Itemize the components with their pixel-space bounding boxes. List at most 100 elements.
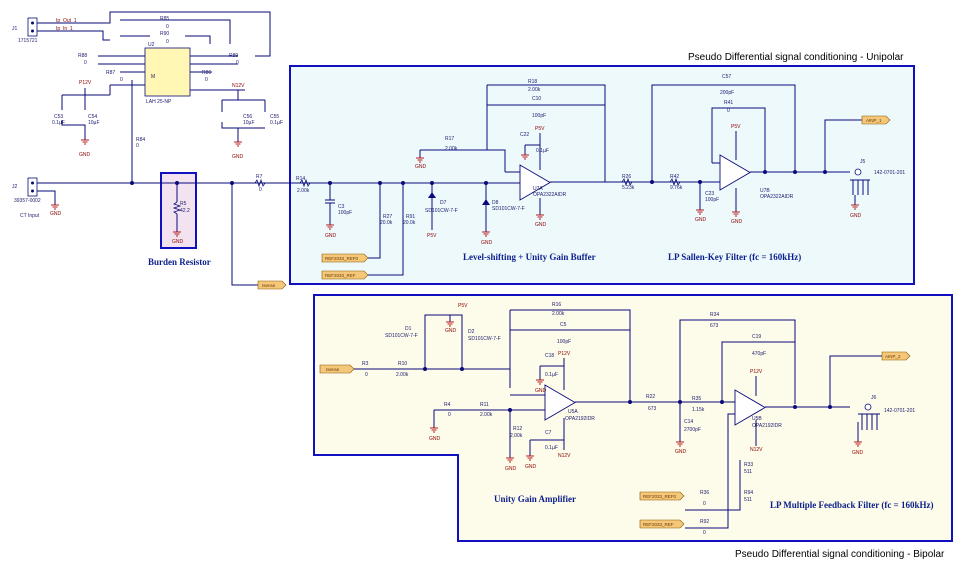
r85-value: 0 <box>166 24 169 30</box>
svg-text:M: M <box>151 74 155 80</box>
r17-label: R17 <box>445 136 454 142</box>
r35-value: 1.15k <box>692 407 705 413</box>
r34-value: 673 <box>710 323 719 329</box>
bipolar-section-box <box>313 294 953 542</box>
c7-label: C7 <box>545 430 552 436</box>
c57-label: C57 <box>722 74 731 80</box>
r85-label: R85 <box>160 16 169 22</box>
mfb-caption: LP Multiple Feedback Filter (fc = 160kHz… <box>770 500 933 510</box>
n12v-u5a: N12V <box>558 453 571 459</box>
d2-value: SD101CW-7-F <box>468 336 501 342</box>
r89-value: 0 <box>236 60 239 66</box>
svg-text:J2: J2 <box>12 184 18 190</box>
levelshift-caption: Level-shifting + Unity Gain Buffer <box>463 252 596 262</box>
c57-value: 200pF <box>720 90 734 96</box>
c14-label: C14 <box>684 419 693 425</box>
r33-value: 511 <box>744 469 752 475</box>
gnd-left-1: GND <box>79 152 91 158</box>
gnd-d8: GND <box>481 240 493 246</box>
unipolar-title: Pseudo Differential signal conditioning … <box>688 52 904 63</box>
j5-sma-connector: J5 142-0701-201 <box>850 159 905 210</box>
r84-value: 0 <box>136 143 139 149</box>
r4-value: 0 <box>448 412 451 418</box>
svg-text:LAH 25-NP: LAH 25-NP <box>146 99 172 105</box>
j2-connector: J2 39357-0002 CT Input <box>12 177 41 219</box>
j6-sma-connector: J6 142-0701-201 <box>853 395 915 447</box>
gnd-j6: GND <box>852 450 864 456</box>
r11-value: 2.00k <box>480 412 493 418</box>
r92-value: 0 <box>703 530 706 536</box>
c19-value: 470pF <box>752 351 766 357</box>
gnd-c18: GND <box>535 388 547 394</box>
u7b-opamp: U7B OPA2322AIDR <box>719 154 794 200</box>
r3-value: 0 <box>365 372 368 378</box>
r94-value: 511 <box>744 497 752 503</box>
svg-text:142-0701-201: 142-0701-201 <box>884 408 915 414</box>
r35-label: R35 <box>692 396 701 402</box>
unity-caption: Unity Gain Amplifier <box>494 494 576 504</box>
r5-value: 42.2 <box>180 208 190 214</box>
svg-text:39357-0002: 39357-0002 <box>14 198 41 204</box>
c22-label: C22 <box>520 132 529 138</box>
p12v-net-left: P12V <box>79 80 92 86</box>
svg-text:OPA2322AIDR: OPA2322AIDR <box>533 192 567 198</box>
c53-label: C53 <box>54 114 63 120</box>
c3-value: 100pF <box>338 210 352 216</box>
ainp2-flag: AINP_2 <box>885 354 901 359</box>
r22-value: 673 <box>648 406 657 412</box>
c56-value: 10µF <box>243 120 255 126</box>
svg-text:J1: J1 <box>12 26 18 32</box>
gnd-r4: GND <box>429 436 441 442</box>
r86-value: 0 <box>205 77 208 83</box>
gnd-r17: GND <box>415 164 427 170</box>
isense-flag-2: Isense <box>326 367 340 372</box>
j1-connector: J1 1715721 <box>12 17 38 44</box>
r17-value: 2.00k <box>445 146 458 152</box>
u5a-opamp: U5A OPA2192IDR <box>544 384 595 422</box>
gnd-j5: GND <box>850 213 862 219</box>
svg-text:142-0701-201: 142-0701-201 <box>874 170 905 176</box>
r87-label: R87 <box>106 70 115 76</box>
r42-label: R42 <box>670 174 679 180</box>
c55-value: 0.1µF <box>270 120 283 126</box>
r92-label: R92 <box>700 519 709 525</box>
r14-label: R14 <box>296 176 305 182</box>
gnd-u7a: GND <box>535 222 547 228</box>
isense-flag-1: Isense <box>262 283 276 288</box>
r91-label: R91 <box>406 214 415 220</box>
r10-label: R10 <box>398 361 407 367</box>
r12-label: R12 <box>513 426 522 432</box>
r18-label: R18 <box>528 79 537 85</box>
r90-value: 0 <box>166 39 169 45</box>
r94-label: R94 <box>744 490 753 496</box>
p5v-d2: P5V <box>458 303 468 309</box>
n12v-u5b: N12V <box>750 447 763 453</box>
p12v-u5b: P12V <box>750 369 763 375</box>
r7-value: 0 <box>259 187 262 193</box>
svg-text:OPA2192IDR: OPA2192IDR <box>752 423 782 429</box>
c54-value: 10µF <box>88 120 100 126</box>
r11-label: R11 <box>480 402 489 408</box>
j1-pin1-net: Ip_Out_1 <box>56 18 77 24</box>
svg-text:U5B: U5B <box>752 416 762 422</box>
c56-label: C56 <box>243 114 252 120</box>
d1-label: D1 <box>405 326 412 332</box>
c5-label: C5 <box>560 322 567 328</box>
ref0-flag-bipolar: REF2033_REF0 <box>643 494 677 499</box>
p5v-u7b: P5V <box>731 124 741 130</box>
r42-value: 9.76k <box>670 185 683 191</box>
d2-label: D2 <box>468 329 475 335</box>
p12v-u5a: P12V <box>558 351 571 357</box>
svg-text:OPA2322AIDR: OPA2322AIDR <box>760 194 794 200</box>
c19-label: C19 <box>752 334 761 340</box>
r36-value: 0 <box>703 501 706 507</box>
r27-value: 20.0k <box>380 220 393 226</box>
c53-value: 0.1µF <box>52 120 65 126</box>
r41-label: R41 <box>724 100 733 106</box>
r88-label: R88 <box>78 53 87 59</box>
r18-value: 2.00k <box>528 87 541 93</box>
c23-value: 100pF <box>705 197 719 203</box>
gnd-d1: GND <box>445 328 457 334</box>
d8-label: D8 <box>492 200 499 206</box>
